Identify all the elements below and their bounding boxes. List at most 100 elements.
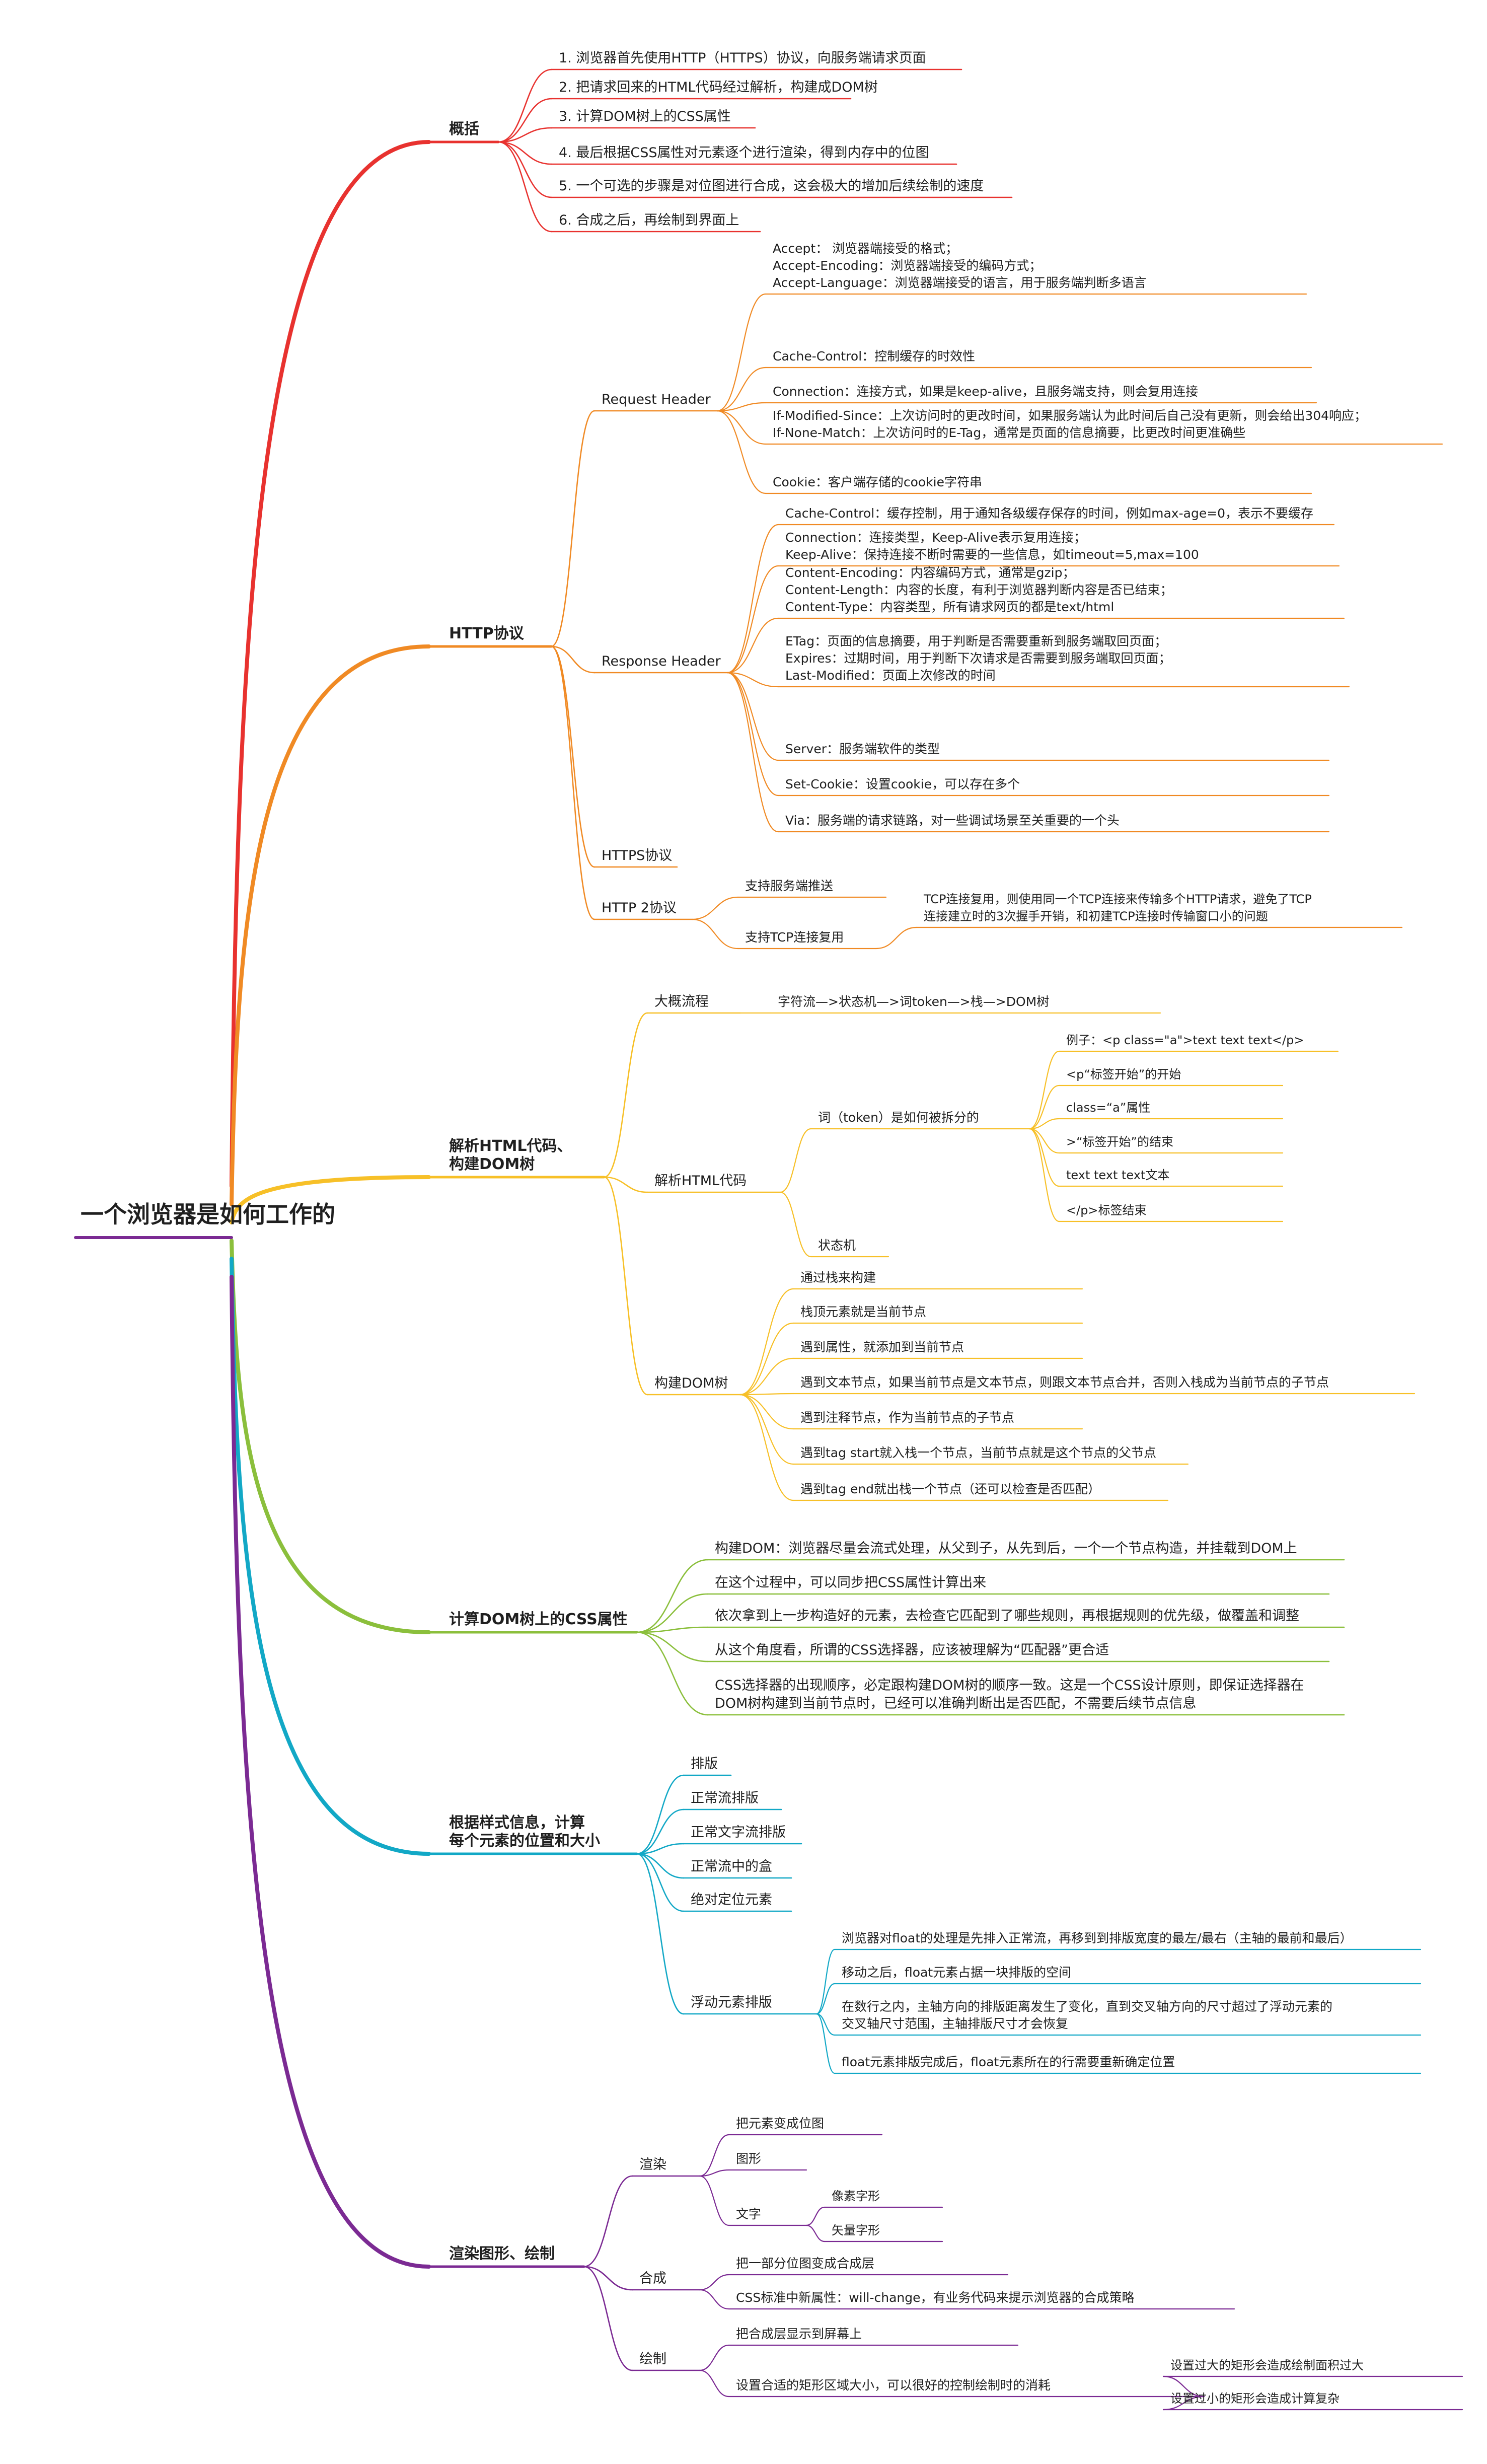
node-render-1-link-0 xyxy=(699,2274,730,2291)
node-http-link-1 xyxy=(550,645,596,674)
node-parse-2-5-line: 遇到tag start就入栈一个节点，当前节点就是这个节点的父节点 xyxy=(800,1445,1156,1460)
node-css-link-3 xyxy=(636,1631,709,1662)
node-layout-0-line: 排版 xyxy=(691,1756,718,1772)
node-http-2-line: HTTPS协议 xyxy=(602,848,672,863)
node-layout-0: 排版 xyxy=(691,1756,718,1772)
node-css-3: 从这个角度看，所谓的CSS选择器，应该被理解为“匹配器”更合适 xyxy=(715,1642,1109,1658)
node-layout-5-line: 浮动元素排版 xyxy=(691,1995,772,2010)
node-parse-2-0-line: 通过栈来构建 xyxy=(800,1270,876,1285)
node-overview-0-line: 1. 浏览器首先使用HTTP（HTTPS）协议，向服务端请求页面 xyxy=(559,50,926,66)
node-layout-link-3 xyxy=(636,1853,685,1879)
node-overview-5-line: 6. 合成之后，再绘制到界面上 xyxy=(559,212,739,228)
node-layout-5-2-line: 在数行之内，主轴方向的排版距离发生了变化，直到交叉轴方向的尺寸超过了浮动元素的 xyxy=(842,1999,1332,2014)
node-layout-5-3-line: float元素排版完成后，float元素所在的行需要重新确定位置 xyxy=(842,2055,1175,2069)
node-render-2-1-1: 设置过小的矩形会造成计算复杂 xyxy=(1170,2391,1340,2406)
node-layout-2: 正常文字流排版 xyxy=(691,1825,786,1840)
node-http-1-link-4 xyxy=(726,672,779,761)
node-css-2-line: 依次拿到上一步构造好的元素，去检查它匹配到了哪些规则，再根据规则的优先级，做覆盖… xyxy=(715,1608,1299,1624)
node-render-1-0-line: 把一部分位图变成合成层 xyxy=(736,2256,874,2271)
node-render-0-1-line: 图形 xyxy=(736,2151,761,2166)
node-css-4-line: CSS选择器的出现顺序，必定跟构建DOM树的顺序一致。这是一个CSS设计原则，即… xyxy=(715,1678,1304,1693)
node-parse-1-0-line: 词（token）是如何被拆分的 xyxy=(818,1110,979,1125)
node-render-2-0: 把合成层显示到屏幕上 xyxy=(736,2327,862,2341)
node-http-0-link-0 xyxy=(716,293,767,412)
node-parse-1-0-link-0 xyxy=(1028,1050,1060,1130)
node-http-0-0-line: Accept-Language：浏览器端接受的语言，用于服务端判断多语言 xyxy=(773,275,1147,290)
node-http-1-5-line: Set-Cookie：设置cookie，可以存在多个 xyxy=(785,777,1020,791)
branch-layout-label-line: 根据样式信息，计算 xyxy=(449,1814,585,1832)
node-http-1-4: Server：服务端软件的类型 xyxy=(785,742,940,756)
node-overview-3: 4. 最后根据CSS属性对元素逐个进行渲染，得到内存中的位图 xyxy=(559,145,929,161)
node-overview-1: 2. 把请求回来的HTML代码经过解析，构建成DOM树 xyxy=(559,80,878,95)
node-http-3-1-line: 支持TCP连接复用 xyxy=(745,930,844,945)
node-parse-1-0-link-4 xyxy=(1028,1128,1060,1187)
node-http-1: Response Header xyxy=(602,654,721,669)
node-parse-2-link-2 xyxy=(739,1357,794,1396)
node-parse-1-1: 状态机 xyxy=(818,1238,856,1253)
branch-parse-label: 解析HTML代码、构建DOM树 xyxy=(449,1137,572,1173)
node-http-0-link-4 xyxy=(716,410,767,494)
node-http-1-link-2 xyxy=(726,617,779,674)
node-layout-link-0 xyxy=(636,1774,685,1855)
node-render-link-0 xyxy=(583,2175,633,2268)
node-css-1: 在这个过程中，可以同步把CSS属性计算出来 xyxy=(715,1575,986,1590)
node-overview-2-line: 3. 计算DOM树上的CSS属性 xyxy=(559,109,731,124)
branch-http-label: HTTP协议 xyxy=(449,625,525,642)
node-parse-1-0-2-line: class=“a”属性 xyxy=(1066,1101,1150,1115)
branch-layout-label: 根据样式信息，计算每个元素的位置和大小 xyxy=(449,1814,600,1850)
branch-overview-label: 概括 xyxy=(449,120,479,138)
node-overview-link-4 xyxy=(497,141,553,198)
node-http-1-0-line: Cache-Control：缓存控制，用于通知各级缓存保存的时间，例如max-a… xyxy=(785,506,1313,521)
node-overview-4: 5. 一个可选的步骤是对位图进行合成，这会极大的增加后续绘制的速度 xyxy=(559,178,984,194)
node-overview-3-line: 4. 最后根据CSS属性对元素逐个进行渲染，得到内存中的位图 xyxy=(559,145,929,161)
node-parse-2-link-1 xyxy=(739,1322,794,1396)
node-render-0-link-2 xyxy=(699,2175,730,2226)
node-parse-link-0 xyxy=(603,1012,648,1178)
node-render-0-2-1-line: 矢量字形 xyxy=(832,2223,880,2237)
node-render-1-0: 把一部分位图变成合成层 xyxy=(736,2256,874,2271)
node-render-0: 渲染 xyxy=(639,2157,666,2172)
branch-layout-label-line: 每个元素的位置和大小 xyxy=(449,1832,600,1850)
node-layout-4-line: 绝对定位元素 xyxy=(691,1892,772,1908)
node-render-1-link-1 xyxy=(699,2289,730,2310)
node-css-link-0 xyxy=(636,1559,709,1633)
branch-http xyxy=(230,644,431,1206)
node-render-0-2-1: 矢量字形 xyxy=(832,2223,880,2237)
node-layout-5-1: 移动之后，float元素占据一块排版的空间 xyxy=(842,1965,1071,1980)
node-http-1-6: Via：服务端的请求链路，对一些调试场景至关重要的一个头 xyxy=(785,813,1120,828)
branch-css-label: 计算DOM树上的CSS属性 xyxy=(449,1611,628,1628)
branch-overview-label-line: 概括 xyxy=(449,120,479,138)
branch-render xyxy=(230,1275,431,2269)
node-parse-link-2 xyxy=(603,1176,648,1396)
node-http-0-3: If-Modified-Since：上次访问时的更改时间，如果服务端认为此时间后… xyxy=(773,408,1367,440)
node-render-link-2 xyxy=(583,2266,633,2371)
node-parse-1-0-3-line: >“标签开始”的结束 xyxy=(1066,1135,1173,1149)
node-http-0-2: Connection：连接方式，如果是keep-alive，且服务端支持，则会复… xyxy=(773,384,1198,399)
node-render-2: 绘制 xyxy=(639,2351,666,2367)
node-parse-2-link-6 xyxy=(739,1394,794,1501)
node-http-3-1-0-line: TCP连接复用，则使用同一个TCP连接来传输多个HTTP请求，避免了TCP xyxy=(923,892,1312,906)
node-parse-0: 大概流程 xyxy=(654,994,709,1009)
node-http-3-link-0 xyxy=(691,896,739,920)
branch-css-label-line: 计算DOM树上的CSS属性 xyxy=(449,1611,628,1628)
node-http-1-3-line: Expires：过期时间，用于判断下次请求是否需要到服务端取回页面； xyxy=(785,651,1171,666)
node-layout-5: 浮动元素排版 xyxy=(691,1995,772,2010)
node-render-2-1-link-0 xyxy=(1162,2375,1205,2398)
node-layout-5-2-line: 交叉轴尺寸范围，主轴排版尺寸才会恢复 xyxy=(842,2016,1068,2031)
node-parse-1: 解析HTML代码 xyxy=(654,1173,747,1189)
node-render-1-line: 合成 xyxy=(639,2271,666,2286)
node-http-0-3-line: If-Modified-Since：上次访问时的更改时间，如果服务端认为此时间后… xyxy=(773,408,1367,423)
node-overview-5: 6. 合成之后，再绘制到界面上 xyxy=(559,212,739,228)
node-parse-2-3: 遇到文本节点，如果当前节点是文本节点，则跟文本节点合并，否则入栈成为当前节点的子… xyxy=(800,1375,1329,1390)
node-http-link-3 xyxy=(550,645,596,920)
node-render-2-1-0-line: 设置过大的矩形会造成绘制面积过大 xyxy=(1170,2358,1364,2372)
node-layout-link-5 xyxy=(636,1853,685,2015)
node-layout-5-3: float元素排版完成后，float元素所在的行需要重新确定位置 xyxy=(842,2055,1175,2069)
node-layout-5-link-3 xyxy=(815,2013,836,2074)
node-http-1-3: ETag：页面的信息摘要，用于判断是否需要重新到服务端取回页面；Expires：… xyxy=(785,634,1171,683)
node-http-1-2-line: Content-Encoding：内容编码方式，通常是gzip； xyxy=(785,565,1075,580)
node-http-1-link-5 xyxy=(726,672,779,796)
node-layout-3-line: 正常流中的盒 xyxy=(691,1859,772,1874)
node-overview-4-line: 5. 一个可选的步骤是对位图进行合成，这会极大的增加后续绘制的速度 xyxy=(559,178,984,194)
node-http-0-3-line: If-None-Match：上次访问时的E-Tag，通常是页面的信息摘要，比更改… xyxy=(773,425,1245,440)
